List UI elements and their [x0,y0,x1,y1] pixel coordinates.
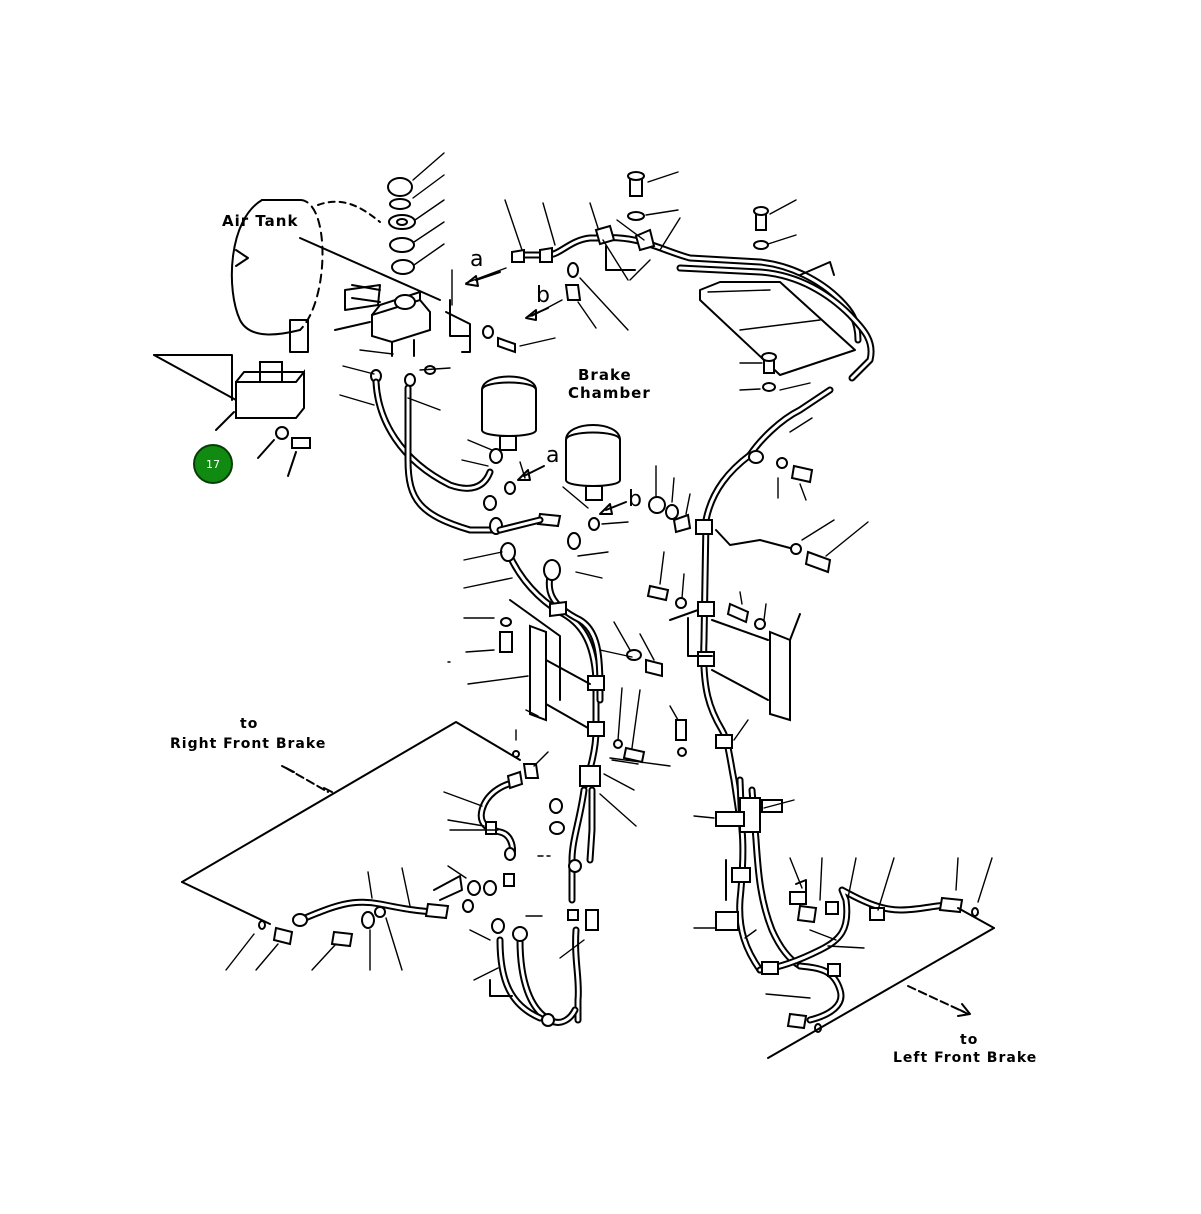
lower-center-fittings [579,687,687,827]
right-front-brake-assembly [181,721,521,971]
center-tubes [463,542,605,789]
arrow-a-top [465,271,501,287]
bottom-center-hoses [469,786,599,1027]
bracket-a-top [445,267,556,354]
arrow-right-front [281,765,295,773]
label-letter-b-mid: b [628,487,642,512]
label-right-front-to: to [240,716,258,732]
arrow-left-front [957,1003,971,1017]
center-bracket [509,599,663,729]
label-letter-a-top: a [470,247,483,272]
fitting-b-top [531,262,629,331]
callout-17[interactable]: 17 [193,444,233,484]
relay-valve [334,284,451,375]
air-tank [230,199,441,353]
brake-chamber-right [562,424,629,531]
brake-chamber-left [461,375,537,495]
relay-hoses [339,365,504,534]
label-letter-a-mid: a [546,443,559,468]
middle-fittings [483,465,692,579]
label-left-front-brake: Left Front Brake [893,1050,1037,1066]
lower-left-hoses [443,729,549,861]
callout-17-number: 17 [206,458,220,471]
label-letter-b-top: b [536,283,550,308]
right-lower-valves [693,719,804,974]
label-air-tank: Air Tank [222,212,298,230]
label-right-front-brake: Right Front Brake [170,736,326,752]
arrow-b-mid [599,501,627,515]
bottom-right-hoses [756,857,995,1059]
reference-marks [447,661,539,717]
arrow-b-top [525,307,549,321]
label-brake-chamber-line1: Brake [578,366,632,384]
top-right-bolts [627,171,811,392]
top-right-tubing [504,199,875,459]
label-brake-chamber-line2: Chamber [568,384,651,402]
arrow-a-mid [517,465,545,481]
right-column-tubes [646,417,869,824]
top-fastener-stack [387,152,445,275]
valve-block [153,354,311,477]
label-left-front-to: to [960,1032,978,1048]
